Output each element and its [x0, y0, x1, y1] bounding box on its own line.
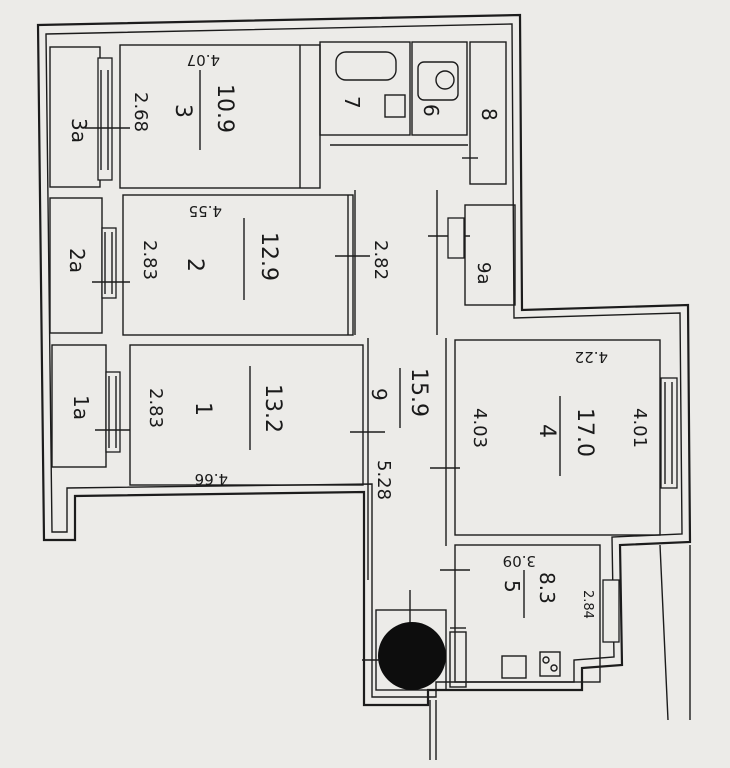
room-5-kitchen: 3.09 5 8.3 2.84 [440, 544, 620, 683]
room-9-number: 9 [367, 388, 391, 401]
room-5-area: 8.3 [535, 572, 559, 604]
room-2a-balcony: 2a [49, 197, 130, 334]
room-4: 4.03 4.22 4 17.0 4.01 [454, 339, 678, 536]
room-3-number: 3 [170, 104, 195, 118]
room-2-width: 4.55 [189, 202, 222, 220]
room-9a-label: 9a [473, 262, 494, 284]
stove-icon [539, 651, 561, 677]
room-3a-balcony: 3a [49, 46, 130, 188]
room-4-dimension: 4.03 [469, 408, 490, 448]
room-4-width: 4.22 [575, 348, 608, 366]
room-2: 2.83 4.55 2 12.9 [122, 194, 354, 336]
room-2-number: 2 [182, 258, 207, 272]
room-4-area: 17.0 [572, 408, 597, 457]
room-3-width: 4.07 [187, 51, 220, 69]
toilet-icon [435, 70, 455, 90]
room-4-number: 4 [534, 424, 559, 438]
room-6-label: 6 [419, 104, 443, 117]
redaction-mark [378, 622, 446, 690]
room-6-toilet: 6 [411, 41, 468, 136]
room-9-area: 15.9 [406, 368, 431, 417]
room-5-number: 5 [500, 580, 524, 593]
room-5-width: 3.09 [503, 552, 536, 570]
room-9-dimension: 5.28 [373, 460, 394, 500]
room-2-dimension: 2.83 [139, 240, 160, 280]
room-5-dimension: 2.84 [580, 590, 595, 619]
room-1a-balcony: 1a [51, 344, 130, 468]
bathtub-icon [335, 51, 397, 81]
room-2a-label: 2a [65, 248, 89, 273]
room-9-corridor: 9 15.9 5.28 [350, 338, 460, 580]
room-7-bathroom: 7 [319, 41, 411, 136]
room-1-dimension: 2.83 [145, 388, 166, 428]
room-3: 2.68 4.07 3 10.9 [119, 44, 321, 189]
room-8-closet: 8 [462, 41, 507, 185]
room-7-label: 7 [340, 96, 364, 109]
room-1a-label: 1a [69, 395, 93, 420]
room-2-area: 12.9 [256, 232, 281, 281]
room-3a-label: 3a [67, 118, 91, 143]
room-3-area: 10.9 [212, 84, 237, 133]
room-9a-closet: 9a [447, 204, 516, 306]
corridor-upper-dimension: 2.82 [370, 240, 391, 280]
room-3-dimension: 2.68 [130, 92, 151, 132]
room-8-label: 8 [477, 108, 501, 121]
entrance-hall [362, 590, 467, 691]
room-1-number: 1 [190, 402, 215, 416]
room-1: 2.83 1 13.2 4.66 [129, 344, 364, 488]
room-1-area: 13.2 [260, 384, 285, 433]
sink-icon [501, 655, 527, 679]
room-1-width: 4.66 [195, 470, 228, 488]
room-4-side-dimension: 4.01 [629, 408, 650, 448]
